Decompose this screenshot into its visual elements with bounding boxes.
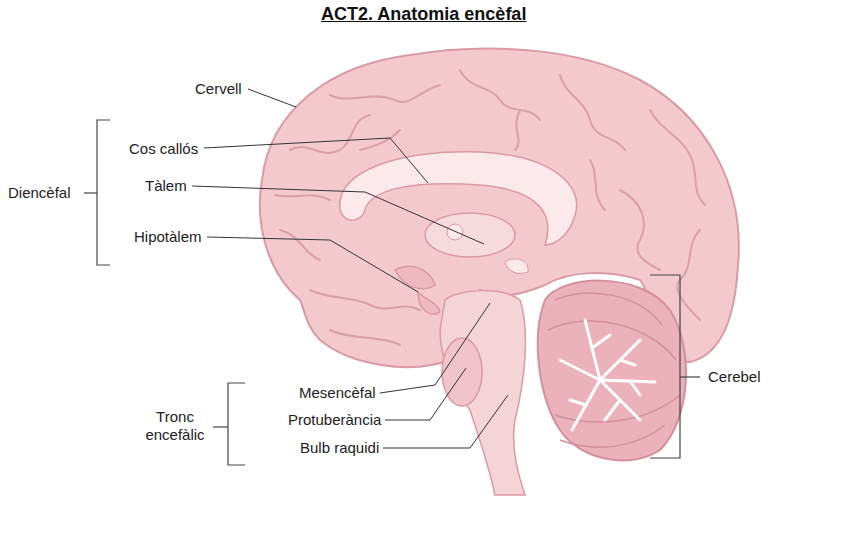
thalamus	[425, 213, 515, 257]
part-label: Bulb raquidi	[300, 439, 379, 457]
group-label: Tronc encefàlic	[135, 408, 215, 444]
leader-lines	[192, 89, 508, 448]
part-label: Hipotàlem	[134, 228, 202, 246]
corpus-callosum	[340, 152, 577, 245]
part-label: Tàlem	[145, 177, 187, 195]
part-label: Protuberància	[288, 411, 381, 429]
part-label: Cerebel	[708, 368, 761, 386]
hypothalamus	[395, 266, 435, 288]
title: ACT2. Anatomia encèfal	[321, 3, 526, 25]
part-label: Cervell	[195, 80, 242, 98]
part-label: Cos callós	[129, 140, 198, 158]
pons	[442, 338, 482, 406]
brainstem	[440, 291, 525, 495]
brackets	[84, 120, 700, 465]
arbor-vitae	[560, 320, 655, 430]
cerebellum	[538, 281, 686, 461]
part-label: Mesencèfal	[299, 384, 376, 402]
group-label: Diencèfal	[8, 184, 71, 202]
